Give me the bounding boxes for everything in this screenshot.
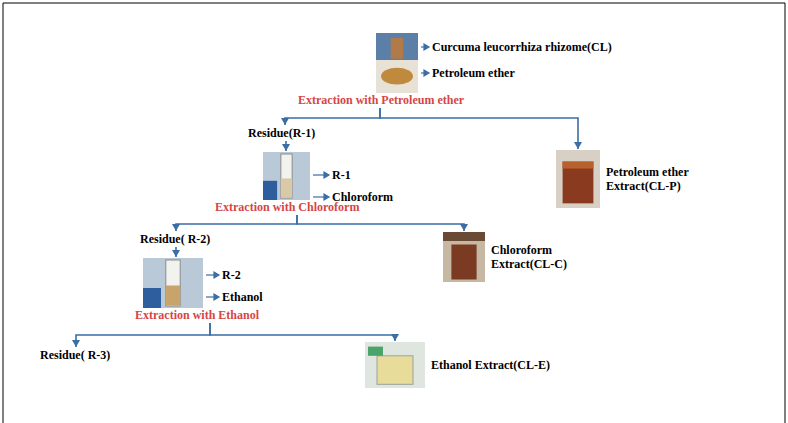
node-label: Ethanol Extract(CL-E) bbox=[431, 358, 550, 372]
extract-node: Ethanol Extract(CL-E) bbox=[365, 342, 550, 388]
extract-photo bbox=[443, 232, 485, 282]
material-label: Ethanol bbox=[222, 290, 263, 304]
step-label: Extraction with Ethanol bbox=[135, 308, 259, 322]
residue-node: Residue( R-3) bbox=[40, 348, 110, 362]
material-label: R-1 bbox=[332, 168, 351, 182]
node-label: Residue( R-3) bbox=[40, 348, 110, 362]
node-label: Petroleum ether Extract(CL-P) bbox=[606, 165, 706, 193]
flow-arrow bbox=[297, 215, 468, 231]
material-label: Curcuma leucorrhiza rhizome(CL) bbox=[432, 40, 612, 54]
flow-arrow bbox=[210, 323, 399, 341]
leader-arrows bbox=[206, 44, 429, 300]
material-label: R-2 bbox=[222, 268, 241, 282]
extract-photo bbox=[365, 342, 425, 388]
flow-arrow bbox=[281, 108, 380, 125]
frame-border bbox=[3, 3, 785, 423]
extract-photo bbox=[556, 150, 600, 208]
node-label: Residue( R-2) bbox=[140, 232, 210, 246]
node-label: Residue(R-1) bbox=[248, 126, 315, 140]
flow-arrow bbox=[282, 141, 290, 151]
flow-arrow bbox=[172, 247, 180, 257]
material-label: Petroleum ether bbox=[432, 66, 515, 80]
residue-node: Residue( R-2) bbox=[140, 232, 210, 246]
extract-photo bbox=[143, 258, 203, 308]
extract-photo bbox=[376, 33, 418, 93]
step-label: Extraction with Petroleum ether bbox=[298, 93, 464, 107]
material-label: Chloroform bbox=[332, 190, 393, 204]
extract-node: Chloroform Extract(CL-C) bbox=[443, 232, 581, 282]
extract-node: Petroleum ether Extract(CL-P) bbox=[556, 150, 706, 208]
node-label: Chloroform Extract(CL-C) bbox=[491, 243, 581, 271]
flow-arrow bbox=[380, 108, 582, 149]
flow-arrow bbox=[72, 323, 210, 347]
extract-photo bbox=[263, 152, 310, 200]
extraction-step: Extraction with Chloroform bbox=[215, 152, 359, 214]
residue-node: Residue(R-1) bbox=[248, 126, 315, 140]
flow-arrow bbox=[172, 215, 297, 231]
